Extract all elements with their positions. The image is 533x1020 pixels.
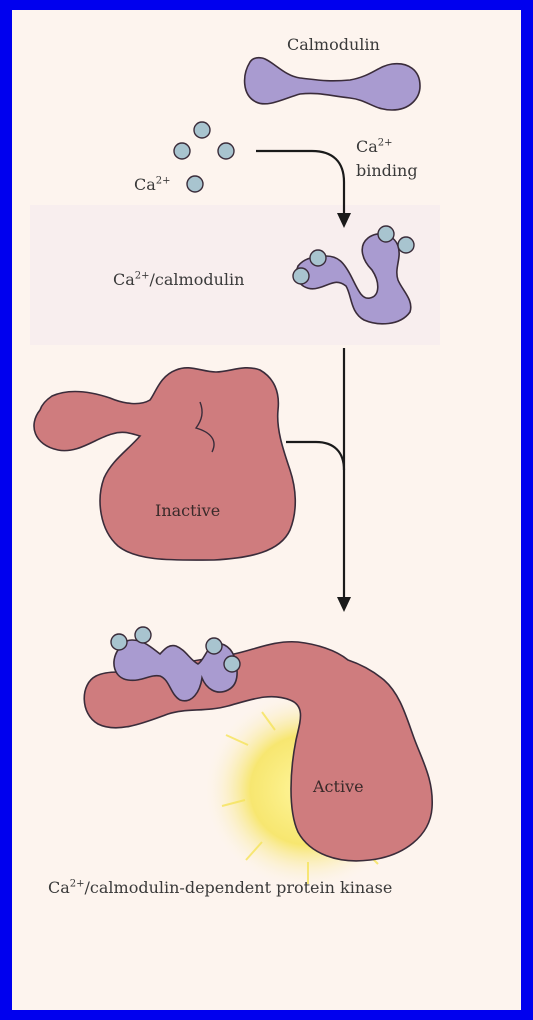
arrowhead [337, 597, 351, 612]
label-kinase-charge: 2+ [70, 879, 85, 890]
calcium-ion [174, 143, 190, 159]
label-active: Active [313, 778, 364, 796]
calcium-ion [135, 627, 151, 643]
calmodulin-free [245, 58, 420, 110]
label-kinase-rest: /calmodulin-dependent protein kinase [85, 878, 393, 897]
calcium-ion [218, 143, 234, 159]
calcium-ion [206, 638, 222, 654]
label-calcium-ions: Ca2+ [134, 176, 171, 194]
calcium-ion [293, 268, 309, 284]
label-ca-calmodulin-rest: /calmodulin [150, 270, 245, 289]
calcium-ion [194, 122, 210, 138]
label-ca-binding-word: binding [356, 162, 418, 180]
calcium-ion [310, 250, 326, 266]
label-ca-binding-charge: 2+ [378, 138, 393, 149]
calcium-ion [187, 176, 203, 192]
label-calcium-ions-charge: 2+ [156, 176, 171, 187]
label-ca-calmodulin: Ca2+/calmodulin [113, 271, 244, 289]
arrow-kinase-join [286, 442, 344, 470]
label-ca-calmodulin-base: Ca [113, 270, 135, 289]
calcium-ion [224, 656, 240, 672]
calcium-ion [111, 634, 127, 650]
label-kinase-caption: Ca2+/calmodulin-dependent protein kinase [48, 879, 392, 897]
label-kinase-base: Ca [48, 878, 70, 897]
label-calcium-ions-base: Ca [134, 175, 156, 194]
calcium-ion [398, 237, 414, 253]
label-ca-calmodulin-charge: 2+ [135, 271, 150, 282]
kinase-inactive [34, 368, 295, 560]
label-inactive: Inactive [155, 502, 220, 520]
label-calmodulin: Calmodulin [287, 36, 380, 54]
calcium-ion [378, 226, 394, 242]
label-ca-binding-base: Ca [356, 137, 378, 156]
label-ca-binding-top: Ca2+ [356, 138, 393, 156]
calcium-ions-free [174, 122, 234, 192]
